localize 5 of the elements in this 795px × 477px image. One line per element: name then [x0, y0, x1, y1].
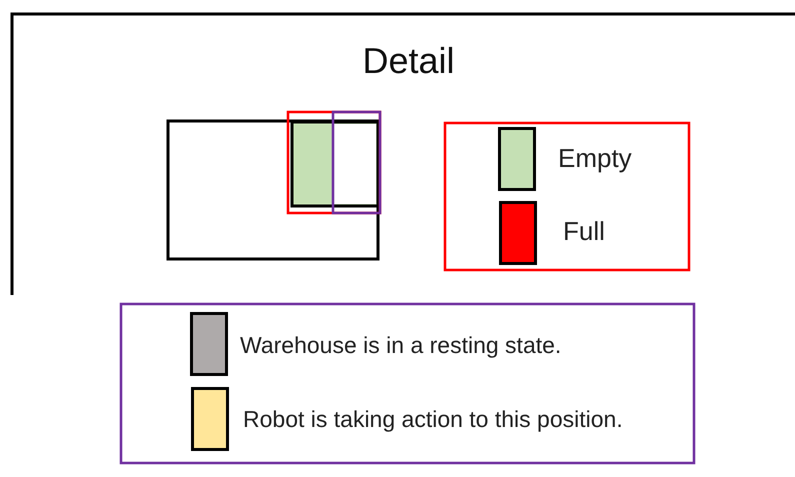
legend-label: Robot is taking action to this position.	[243, 406, 623, 433]
legend-label: Warehouse is in a resting state.	[240, 332, 562, 359]
title: Detail	[361, 40, 456, 82]
legend-label: Empty	[558, 143, 632, 174]
legend-label: Full	[563, 216, 605, 247]
